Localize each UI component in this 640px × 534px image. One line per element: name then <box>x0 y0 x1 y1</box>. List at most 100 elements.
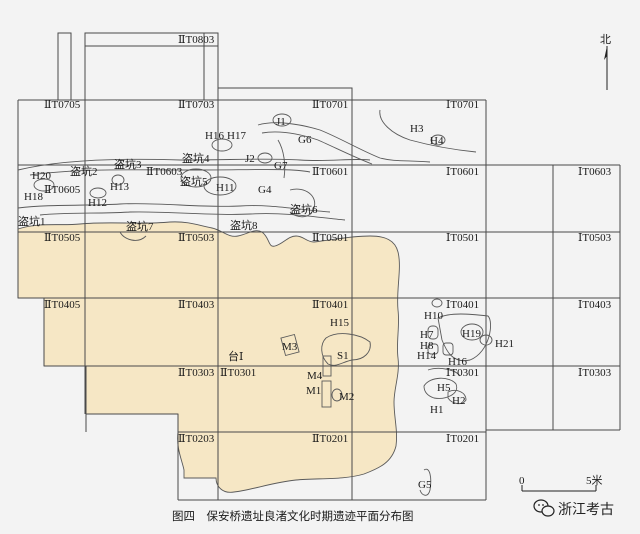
feature-label: H11 <box>216 182 235 194</box>
h3-outline <box>379 109 477 153</box>
j1-outline <box>272 113 292 127</box>
feature-label: H2 <box>452 395 465 407</box>
feature-label: H16 <box>205 130 224 142</box>
feature-label: M3 <box>282 341 298 353</box>
h1-area-line <box>427 367 461 377</box>
feature-label: H15 <box>330 317 349 329</box>
platform-label: 台Ⅰ <box>228 349 243 363</box>
h10-outline <box>431 298 443 308</box>
wechat-icon <box>533 499 555 517</box>
feature-label: M1 <box>306 385 321 397</box>
north-ditch-line-2 <box>29 169 311 176</box>
grid-label: ⅠT0601 <box>446 166 479 178</box>
m1-outline <box>321 380 332 408</box>
h2-outline <box>447 389 467 405</box>
feature-label: J2 <box>245 153 255 165</box>
grid-label: ⅠT0503 <box>578 232 612 244</box>
h16b-outline <box>442 342 454 356</box>
feature-label: H1 <box>430 404 443 416</box>
grid-label: ⅡT0201 <box>312 433 348 445</box>
feature-label: H14 <box>417 350 436 362</box>
scale-bar: 0 5米 <box>519 474 603 492</box>
h5-outline <box>423 377 458 399</box>
feature-label: M4 <box>307 370 323 382</box>
feature-label: 盗坑7 <box>126 219 154 233</box>
south-ditch-line <box>17 203 331 213</box>
grid-label: ⅡT0705 <box>44 99 81 111</box>
grid-labels: ⅡT0803 ⅡT0705 ⅡT0703 ⅡT0701 ⅠT0701 ⅡT060… <box>44 34 612 445</box>
feature-label: H12 <box>88 197 107 209</box>
m4-outline <box>322 355 332 377</box>
feature-label: H4 <box>430 135 444 147</box>
grid-label: ⅠT0303 <box>578 367 612 379</box>
south-ditch-line-2 <box>39 211 346 221</box>
grid-label: ⅡT0503 <box>178 232 215 244</box>
grid-label: ⅠT0401 <box>446 299 479 311</box>
feature-label: H10 <box>424 310 443 322</box>
grid-label: ⅠT0603 <box>578 166 612 178</box>
feature-label: 盗坑1 <box>18 214 46 228</box>
feature-label: H16 <box>448 356 467 368</box>
grid-label: ⅠT0501 <box>446 232 479 244</box>
h12-outline <box>89 187 107 199</box>
north-ditch-line <box>17 158 371 171</box>
feature-label: G7 <box>274 160 288 172</box>
m2-outline <box>331 388 343 402</box>
feature-label: 盗坑3 <box>114 157 142 171</box>
grid-label: ⅠT0701 <box>446 99 479 111</box>
h8-outline <box>427 343 439 355</box>
feature-label: S1 <box>337 350 349 362</box>
grid-label: ⅡT0501 <box>312 232 348 244</box>
h4-outline <box>430 134 446 146</box>
feature-label: H17 <box>227 130 246 142</box>
grid-label: ⅡT0303 <box>178 367 215 379</box>
h7-outline <box>427 325 439 340</box>
g5-outline <box>419 468 432 496</box>
j2-outline <box>257 152 273 164</box>
grid-label: ⅡT0203 <box>178 433 215 445</box>
grid-label: ⅡT0701 <box>312 99 348 111</box>
grid-label: ⅡT0603 <box>146 166 183 178</box>
grid-label: ⅡT0505 <box>44 232 81 244</box>
dk6-outline <box>289 188 316 218</box>
feature-label: J1 <box>276 116 286 128</box>
feature-label: G4 <box>258 184 272 196</box>
watermark-text: 浙江考古 <box>558 501 614 517</box>
north-label: 北 <box>600 33 611 46</box>
excavation-grid <box>17 32 621 501</box>
feature-label: H21 <box>495 338 514 350</box>
feature-label: H8 <box>420 340 434 352</box>
grid-label: ⅡT0405 <box>44 299 81 311</box>
watermark: 浙江考古 <box>533 499 614 517</box>
feature-label: H13 <box>110 181 129 193</box>
north-arrow: 北 <box>600 33 611 90</box>
h16-outline <box>211 138 233 152</box>
g6-ditch-2 <box>261 131 373 165</box>
h19-cluster <box>437 313 491 362</box>
grid-label: ⅡT0401 <box>312 299 348 311</box>
feature-label: H3 <box>410 123 424 135</box>
dk7-outline <box>119 231 147 241</box>
feature-label: 盗坑2 <box>70 164 98 178</box>
grid-label: ⅡT0605 <box>44 184 81 196</box>
grid-label: ⅡT0803 <box>178 34 215 46</box>
scale-zero-label: 0 <box>519 475 525 487</box>
feature-label: G6 <box>298 134 312 146</box>
grid-label: ⅡT0601 <box>312 166 348 178</box>
feature-label: H20 <box>32 170 51 182</box>
h18-outline <box>33 178 55 192</box>
scale-end-label: 5米 <box>586 474 603 487</box>
feature-label: H5 <box>437 382 451 394</box>
feature-label: 盗坑5 <box>180 174 208 188</box>
grid-label: ⅠT0403 <box>578 299 612 311</box>
h13-outline <box>111 174 125 186</box>
figure-caption: 图四 保安桥遗址良渚文化时期遗迹平面分布图 <box>172 509 414 523</box>
grid-label: ⅡT0301 <box>220 367 256 379</box>
m3-outline <box>280 333 300 357</box>
grid-label: ⅠT0301 <box>446 367 479 379</box>
feature-label: 盗坑4 <box>182 151 210 165</box>
grid-strip-north-left <box>57 32 72 101</box>
feature-label: H18 <box>24 191 43 203</box>
